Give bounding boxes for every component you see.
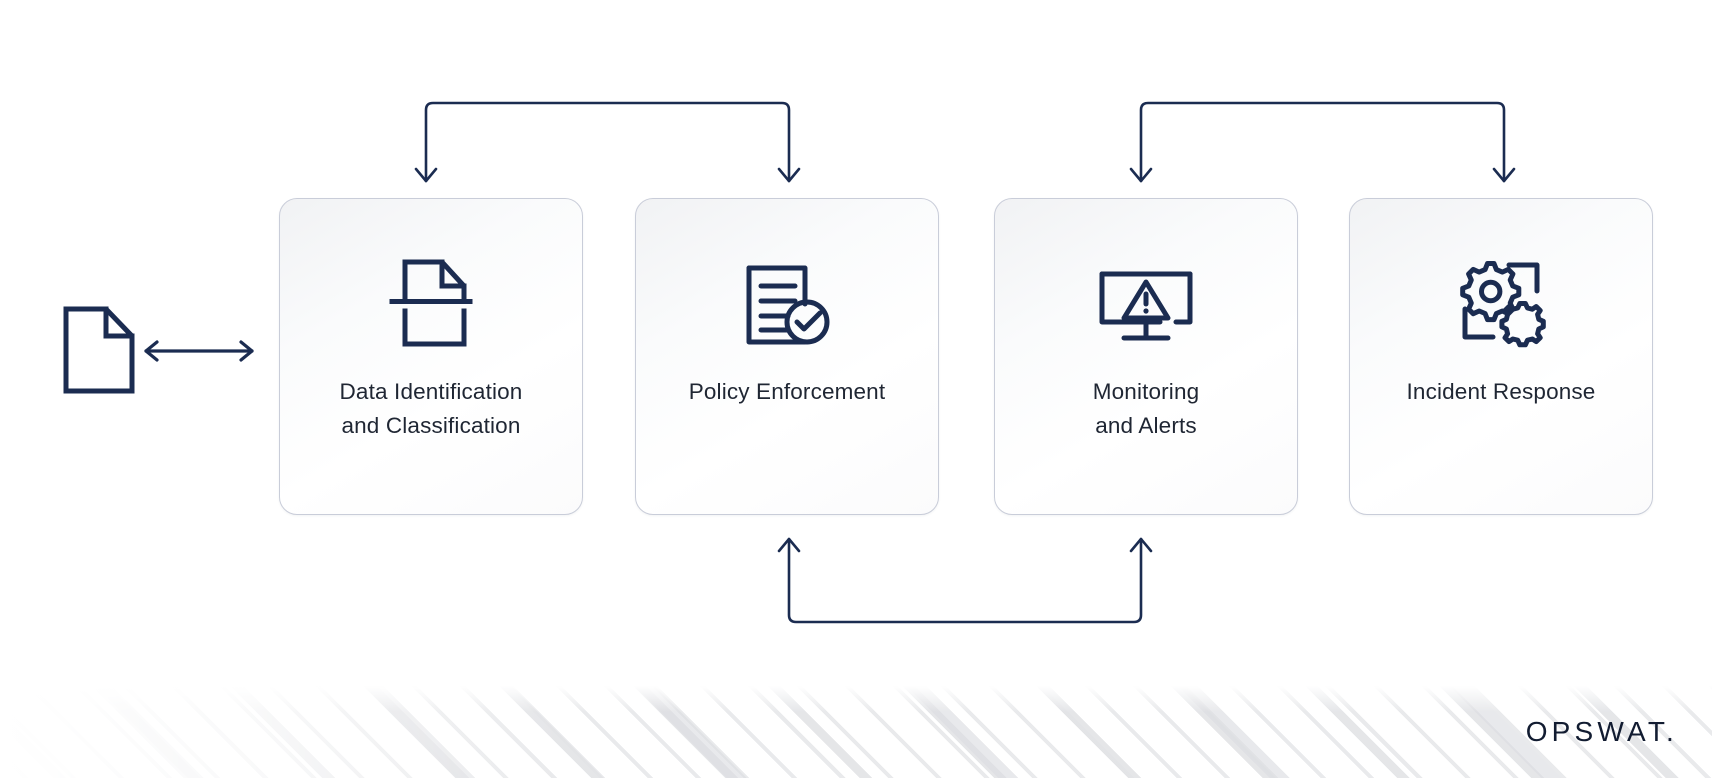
card-content: Data Identification and Classification [280, 199, 582, 514]
document-split-icon [388, 257, 474, 349]
connector-top-left-head-a [414, 167, 438, 183]
connector-top-right-path [1139, 101, 1506, 183]
band-left-fade [0, 686, 560, 778]
striped-footer-band [0, 686, 1712, 778]
connector-top-right-head-b [1492, 167, 1516, 183]
document-check-icon [741, 257, 833, 349]
source-document-icon [62, 305, 136, 395]
monitor-warning-icon [1096, 257, 1196, 349]
card-monitoring-and-alerts[interactable]: Monitoring and Alerts [994, 198, 1298, 515]
connector-bottom-head-b [1129, 537, 1153, 553]
card-data-identification-and-classification[interactable]: Data Identification and Classification [279, 198, 583, 515]
card-policy-enforcement[interactable]: Policy Enforcement [635, 198, 939, 515]
gears-brackets-icon [1453, 257, 1549, 349]
opswat-logo: OPSWAT. [1525, 716, 1678, 747]
card-content: Monitoring and Alerts [995, 199, 1297, 514]
connector-bottom-head-a [777, 537, 801, 553]
card-incident-response[interactable]: Incident Response [1349, 198, 1653, 515]
card-label: Incident Response [1406, 379, 1596, 404]
card-label: Data Identification and Classification [339, 379, 523, 438]
connector-bottom-stub-hidden [782, 539, 798, 622]
card-content: Incident Response [1350, 199, 1652, 514]
connector-top-left-path [424, 101, 791, 183]
double-arrow-icon [140, 338, 258, 364]
connector-top-right-head-a [1129, 167, 1153, 183]
connector-bottom-path [787, 537, 1143, 624]
card-content: Policy Enforcement [636, 199, 938, 514]
connector-top-left-head-b [777, 167, 801, 183]
card-label: Monitoring and Alerts [1092, 379, 1200, 438]
card-label: Policy Enforcement [688, 379, 886, 404]
